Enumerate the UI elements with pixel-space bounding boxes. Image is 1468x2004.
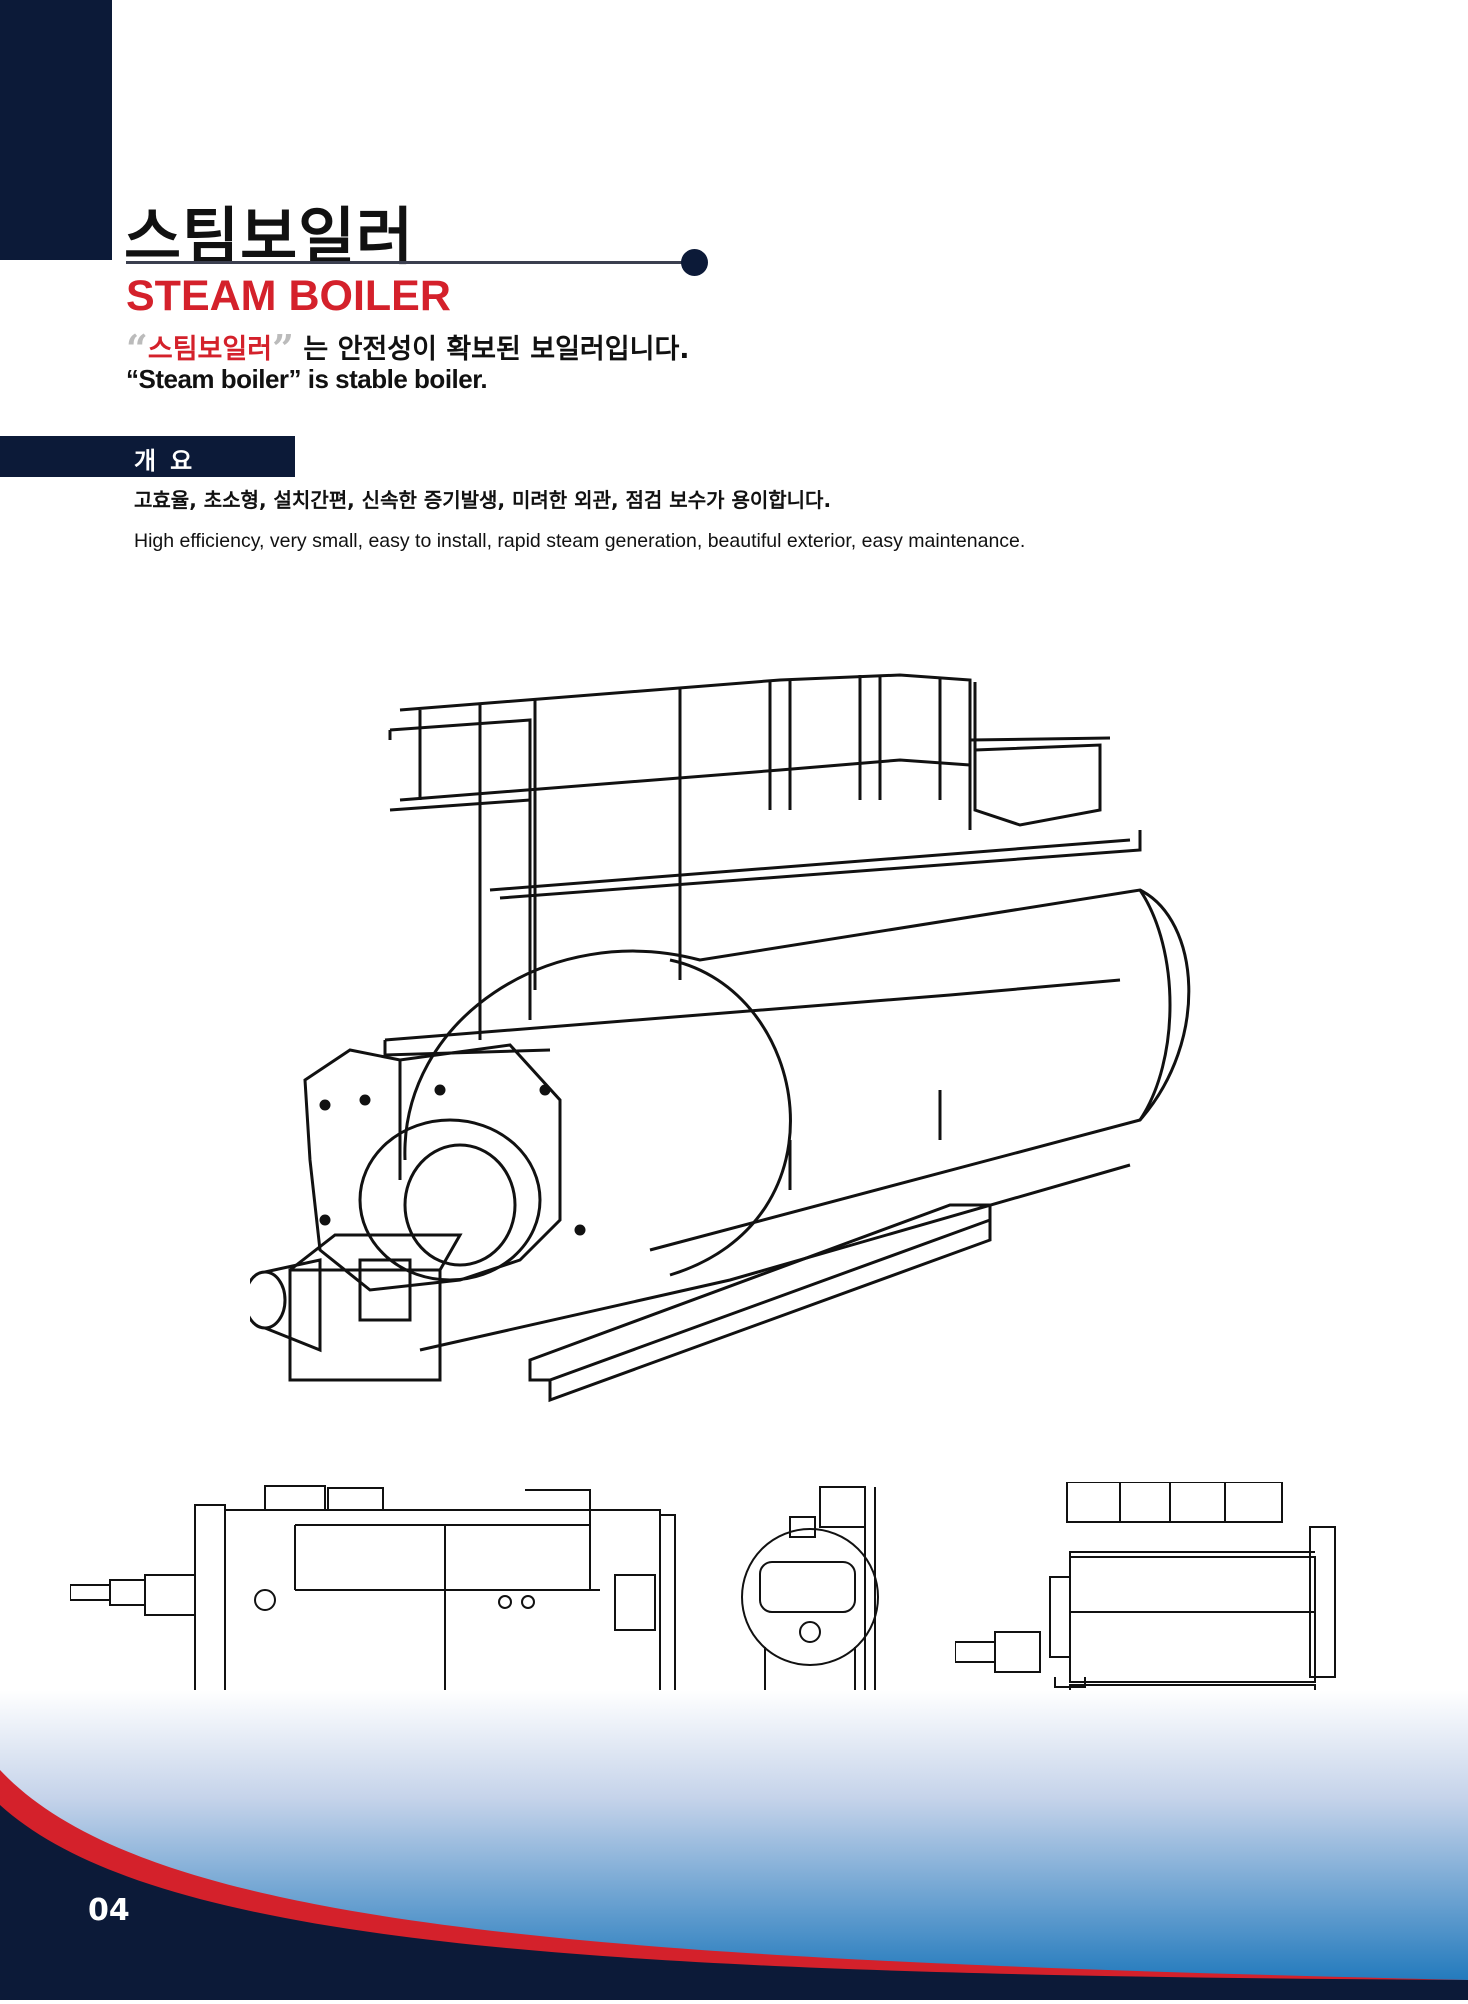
corner-decoration-block <box>0 0 112 260</box>
boiler-rear-view-drawing <box>955 1482 1395 1702</box>
tagline-korean-rest: 는 안전성이 확보된 보일러입니다. <box>303 334 690 365</box>
close-quote-icon: ” <box>272 326 294 371</box>
tagline-quoted-name: 스팀보일러 <box>147 334 273 365</box>
section-label: 개요 <box>134 447 207 475</box>
footer-wave-decoration <box>0 1690 1468 2000</box>
boiler-side-view-drawing <box>70 1480 690 1710</box>
page-title-english: STEAM BOILER <box>126 272 451 320</box>
title-divider-dot <box>681 249 708 276</box>
boiler-isometric-drawing <box>250 660 1200 1420</box>
page-title-korean: 스팀보일러 <box>124 200 415 273</box>
page-number: 04 <box>88 1893 130 1928</box>
title-divider <box>126 261 691 264</box>
overview-description-english: High efficiency, very small, easy to ins… <box>134 530 1026 552</box>
boiler-front-view-drawing <box>740 1482 900 1702</box>
section-header-overview: 개요 <box>0 436 295 477</box>
open-quote-icon: “ <box>126 326 148 371</box>
overview-description-korean: 고효율, 초소형, 설치간편, 신속한 증기발생, 미려한 외관, 점검 보수가… <box>134 488 832 512</box>
tagline-korean: “스팀보일러” 는 안전성이 확보된 보일러입니다. <box>126 326 690 371</box>
tagline-english: “Steam boiler” is stable boiler. <box>126 364 488 394</box>
